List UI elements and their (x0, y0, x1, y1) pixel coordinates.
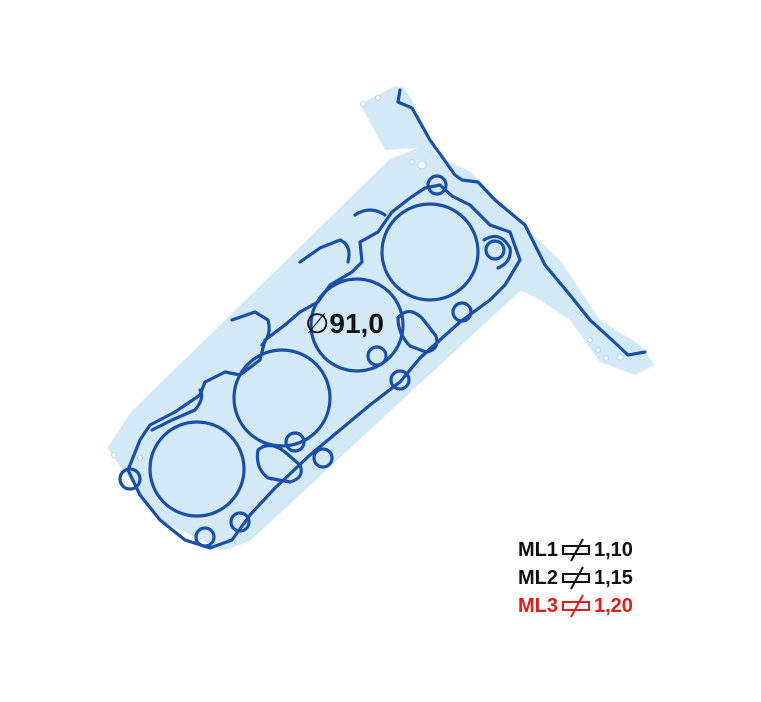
bore-diameter-value: 91,0 (329, 308, 384, 339)
thickness-symbol-icon (562, 566, 590, 590)
spec-row-ml1: ML1 1,10 (518, 538, 633, 562)
thickness-symbol-icon (562, 538, 590, 562)
spec-thickness: 1,15 (594, 566, 633, 589)
bore-diameter-label: ∅91,0 (305, 307, 384, 340)
spec-row-ml3: ML3 1,20 (518, 594, 633, 618)
diameter-symbol: ∅ (305, 308, 330, 339)
spec-thickness: 1,10 (594, 538, 633, 561)
spec-layer: ML3 (518, 594, 558, 617)
spec-layer: ML1 (518, 538, 558, 561)
gasket-bead (118, 88, 647, 550)
thickness-symbol-icon (562, 594, 590, 618)
spec-thickness: 1,20 (594, 594, 633, 617)
spec-layer: ML2 (518, 566, 558, 589)
spec-row-ml2: ML2 1,15 (518, 566, 633, 590)
gasket-rivets (111, 95, 624, 461)
